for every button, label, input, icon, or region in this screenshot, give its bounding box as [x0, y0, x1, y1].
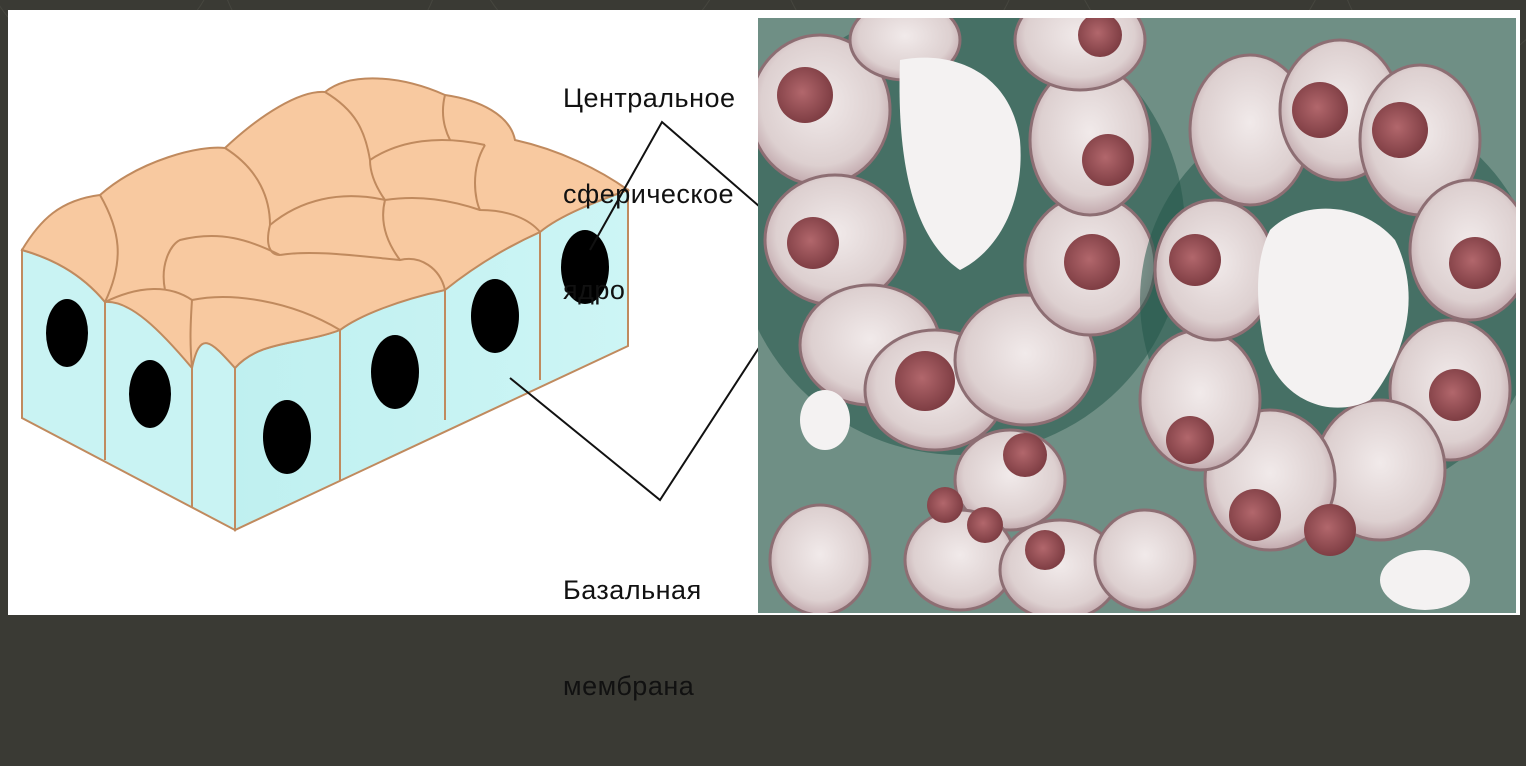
label-membrane-line-1: Базальная — [563, 574, 702, 606]
micrograph-image — [0, 0, 1526, 620]
label-nucleus-line-3: ядро — [563, 274, 736, 306]
label-nucleus-line-1: Центральное — [563, 82, 736, 114]
diagram-stage: Центральное сферическое ядро Базальная м… — [0, 0, 1526, 620]
label-central-nucleus: Центральное сферическое ядро — [563, 18, 736, 370]
label-membrane-line-2: мембрана — [563, 670, 702, 702]
acinus-left — [735, 0, 1185, 455]
label-nucleus-line-2: сферическое — [563, 178, 736, 210]
label-basal-membrane: Базальная мембрана — [563, 510, 702, 766]
